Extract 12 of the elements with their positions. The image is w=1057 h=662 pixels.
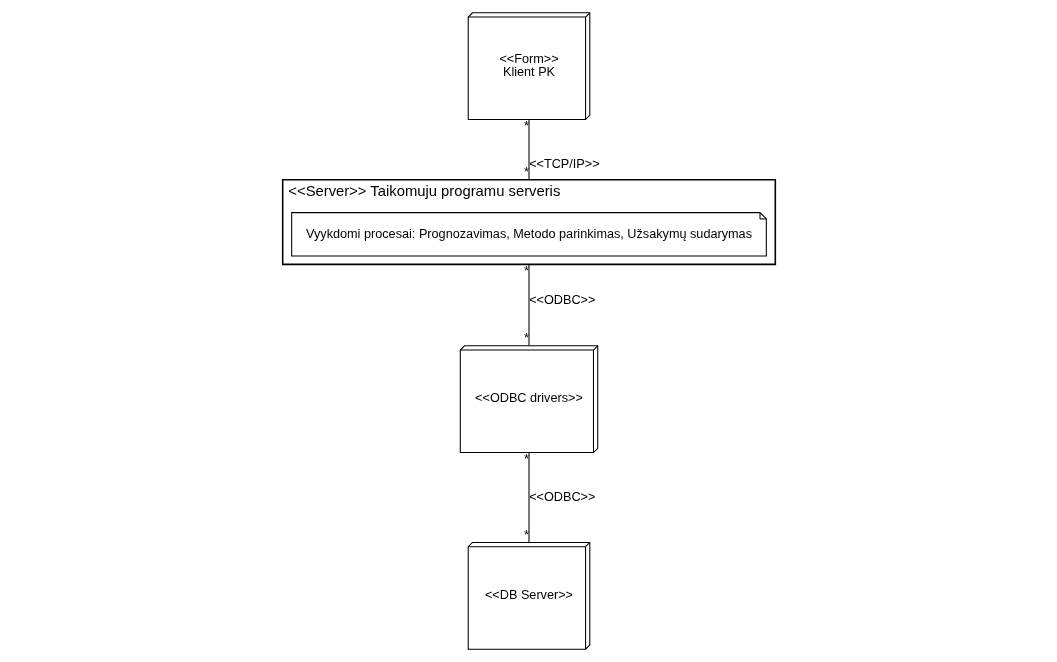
edge-label: <<TCP/IP>> [528,156,600,171]
label: * [523,118,529,133]
connector [527,119,530,181]
label: * [523,263,529,278]
edge-label: <<ODBC>> [528,489,595,504]
edge-label: <<ODBC>> [528,293,595,308]
label: * [523,452,529,467]
connector [527,263,530,347]
connector [527,452,530,543]
label: * [523,527,529,542]
label: * [523,165,529,180]
label: * [523,330,529,345]
